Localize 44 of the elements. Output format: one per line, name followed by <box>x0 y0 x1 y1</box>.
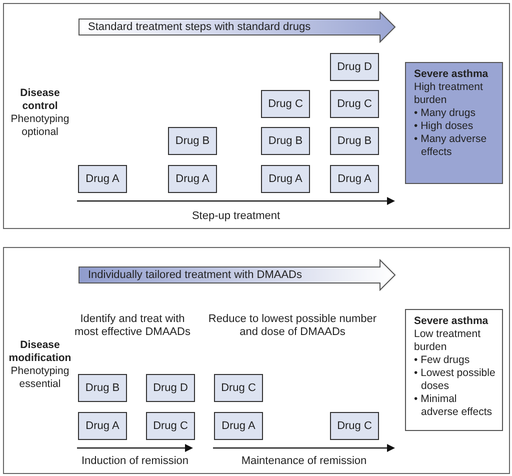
panel-heading: Disease control <box>19 87 61 113</box>
label: Reduce to lowest possible number and dose of DMAADs <box>207 313 378 339</box>
bullet-item: • Many drugs <box>414 107 476 120</box>
panel-subtitle: Phenotyping optional <box>10 113 70 139</box>
bullet-item: • Many adverse effects <box>414 133 488 159</box>
banner-arrow <box>78 11 396 43</box>
drug-box: Drug B <box>78 374 127 402</box>
bullet-item: • High doses <box>414 120 474 133</box>
drug-box: Drug B <box>261 127 310 155</box>
outcome-box <box>405 309 503 431</box>
label: Identify and treat with most effective DMAADs <box>74 313 192 339</box>
box-text: High treatment burden <box>414 81 484 107</box>
drug-box: Drug D <box>146 374 195 402</box>
drug-box: Drug A <box>78 165 127 193</box>
drug-box: Drug A <box>168 165 217 193</box>
panel-subtitle: Phenotyping essential <box>10 365 70 391</box>
label: Step-up treatment <box>190 210 282 223</box>
bullet-item: • Lowest possible doses <box>414 367 496 393</box>
outcome-box <box>405 62 503 184</box>
label: Induction of remission <box>80 455 190 468</box>
drug-box: Drug B <box>330 127 379 155</box>
box-heading: Severe asthma <box>414 315 490 328</box>
drug-box: Drug C <box>146 412 195 440</box>
drug-box: Drug A <box>261 165 310 193</box>
bullet-item: • Few drugs <box>414 354 471 367</box>
panel <box>3 247 510 474</box>
drug-box: Drug A <box>78 412 127 440</box>
box-heading: Severe asthma <box>414 68 490 81</box>
drug-box: Drug C <box>330 412 379 440</box>
box-text: Low treatment burden <box>414 328 482 354</box>
drug-box: Drug A <box>330 165 379 193</box>
panel-heading: Disease modification <box>8 339 72 365</box>
panel <box>3 3 510 229</box>
drug-box: Drug D <box>330 53 379 81</box>
banner-text: Individually tailored treatment with DMAADs <box>87 269 302 281</box>
banner-arrow <box>78 259 396 291</box>
drug-box: Drug A <box>214 412 263 440</box>
drug-box: Drug C <box>214 374 263 402</box>
label: Maintenance of remission <box>240 455 368 468</box>
bullet-item: • Minimal adverse effects <box>414 393 494 419</box>
drug-box: Drug C <box>330 90 379 118</box>
drug-box: Drug C <box>261 90 310 118</box>
drug-box: Drug B <box>168 127 217 155</box>
banner-text: Standard treatment steps with standard drugs <box>87 21 311 33</box>
